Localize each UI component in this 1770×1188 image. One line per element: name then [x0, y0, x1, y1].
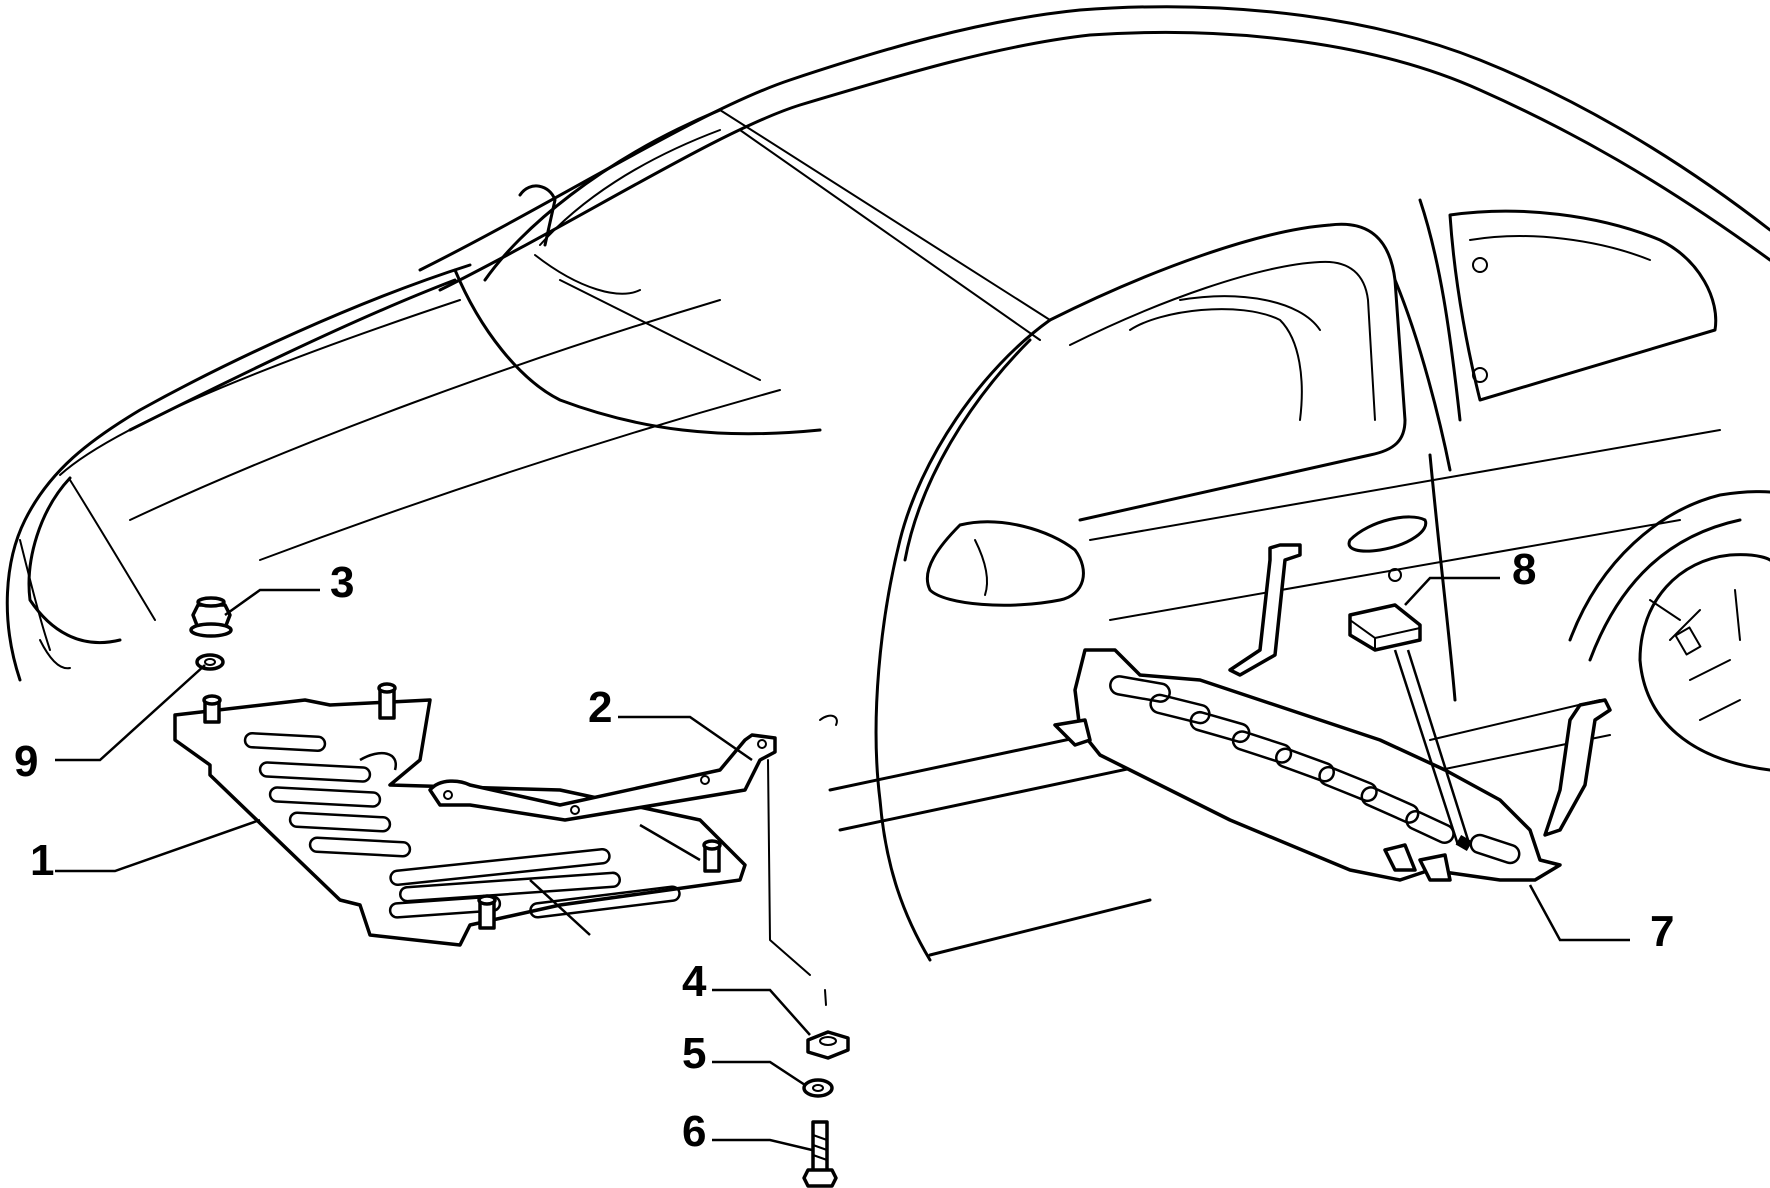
callout-5: 5 [682, 1029, 706, 1078]
support-bracket [428, 733, 777, 822]
callout-2: 2 [588, 683, 612, 732]
stud [377, 682, 397, 720]
stud [477, 894, 497, 930]
washer-9 [195, 653, 225, 671]
callout-6: 6 [682, 1107, 706, 1156]
stud [702, 839, 722, 873]
callout-3: 3 [330, 558, 354, 607]
callout-1: 1 [30, 836, 54, 885]
stud [202, 694, 222, 724]
side-sill-cover [1053, 543, 1612, 882]
callout-7: 7 [1650, 907, 1674, 956]
bolt-6 [802, 1120, 838, 1188]
adhesive-pad [1348, 603, 1422, 652]
nut-4 [806, 1030, 850, 1060]
leader-lines [55, 576, 1630, 1152]
front-underbody-shield [173, 682, 747, 947]
flange-nut [189, 596, 233, 638]
washer-5 [802, 1078, 834, 1098]
callout-9: 9 [14, 737, 38, 786]
callout-8: 8 [1512, 545, 1536, 594]
callout-4: 4 [682, 957, 707, 1006]
